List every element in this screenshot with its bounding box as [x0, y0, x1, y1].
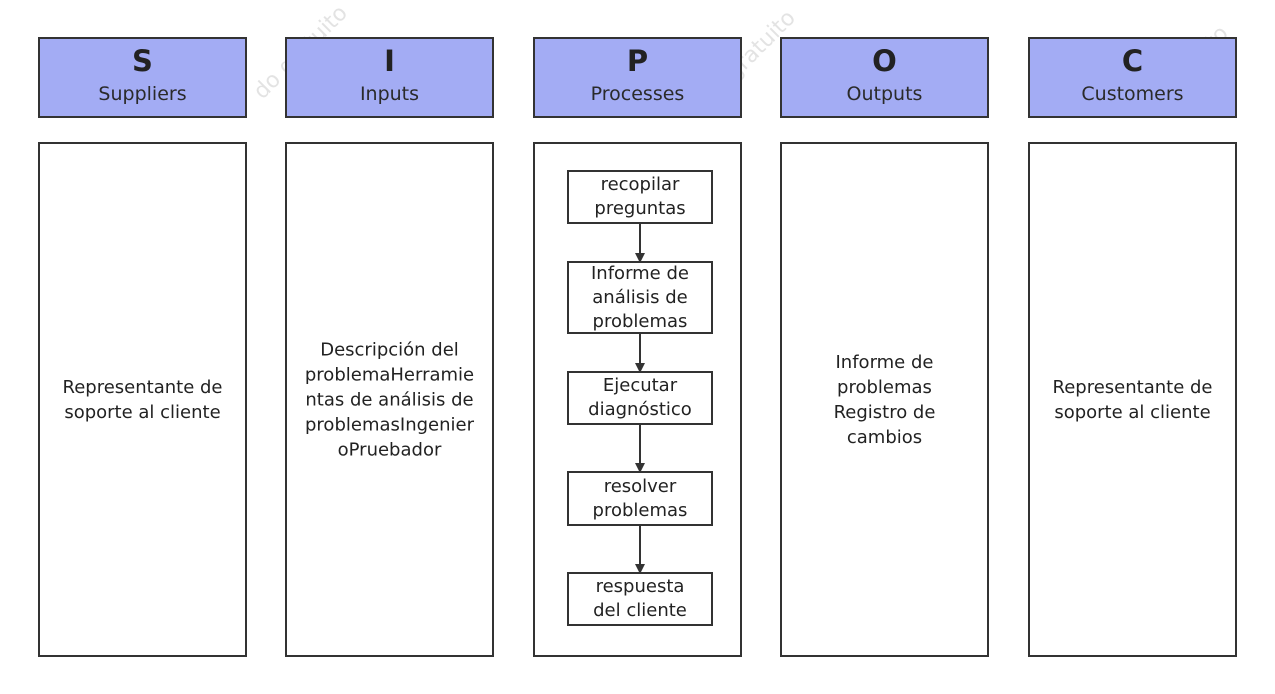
header-letter: C — [1121, 44, 1144, 78]
text-line: Ejecutar — [602, 375, 678, 396]
text-line: problemas — [837, 376, 932, 398]
text-line: Registro de — [833, 401, 936, 423]
text-line: diagnóstico — [588, 399, 692, 420]
outputs-column: Informe de problemas Registro de cambios — [780, 142, 989, 657]
inputs-column: Descripción del problemaHerramie ntas de… — [285, 142, 494, 657]
text-line: Informe de — [591, 262, 689, 284]
text-line: recopilar — [600, 174, 680, 195]
text-line: problemasIngenier — [305, 414, 474, 435]
text-line: soporte al cliente — [64, 401, 221, 423]
suppliers-column: Representante de soporte al cliente — [38, 142, 247, 657]
text-line: cambios — [846, 426, 923, 448]
process-step-collect: recopilar preguntas — [567, 170, 713, 224]
outputs-text: Informe de problemas Registro de cambios — [792, 350, 977, 450]
header-letter: O — [872, 44, 897, 78]
text-line: resolver — [603, 475, 677, 497]
header-word: Outputs — [846, 83, 923, 105]
text-line: Representante de — [1052, 376, 1213, 398]
suppliers-text: Representante de soporte al cliente — [50, 375, 235, 425]
text-line: soporte al cliente — [1054, 401, 1211, 423]
header-suppliers: S Suppliers — [38, 37, 247, 118]
header-word: Customers — [1081, 83, 1184, 105]
text-line: problemaHerramie — [304, 364, 475, 385]
text-line: preguntas — [594, 198, 686, 219]
text-line: análisis de — [592, 286, 688, 308]
header-word: Processes — [590, 83, 685, 105]
text-line: del cliente — [593, 600, 687, 621]
process-step-analysis-report: Informe de análisis de problemas — [567, 261, 713, 334]
customers-text: Representante de soporte al cliente — [1040, 375, 1225, 425]
header-letter: I — [384, 44, 395, 78]
header-word: Inputs — [359, 83, 420, 105]
inputs-text: Descripción del problemaHerramie ntas de… — [297, 337, 482, 462]
text-line: ntas de análisis de — [305, 389, 474, 410]
process-arrows — [635, 224, 645, 574]
header-word: Suppliers — [98, 83, 187, 105]
header-outputs: O Outputs — [780, 37, 989, 118]
processes-column: recopilar preguntas Informe de análisis … — [533, 142, 742, 657]
process-step-customer-response: respuesta del cliente — [567, 572, 713, 626]
text-line: problemas — [592, 310, 688, 332]
process-step-diagnose: Ejecutar diagnóstico — [567, 371, 713, 425]
text-line: Descripción del — [320, 339, 459, 360]
header-customers: C Customers — [1028, 37, 1237, 118]
text-line: problemas — [592, 499, 688, 521]
header-letter: P — [626, 44, 649, 78]
header-processes: P Processes — [533, 37, 742, 118]
header-letter: S — [132, 44, 153, 78]
text-line: oPruebador — [337, 439, 442, 460]
process-step-resolve: resolver problemas — [567, 471, 713, 526]
text-line: Informe de — [835, 351, 934, 373]
header-inputs: I Inputs — [285, 37, 494, 118]
customers-column: Representante de soporte al cliente — [1028, 142, 1237, 657]
text-line: respuesta — [595, 576, 685, 597]
text-line: Representante de — [62, 376, 223, 398]
